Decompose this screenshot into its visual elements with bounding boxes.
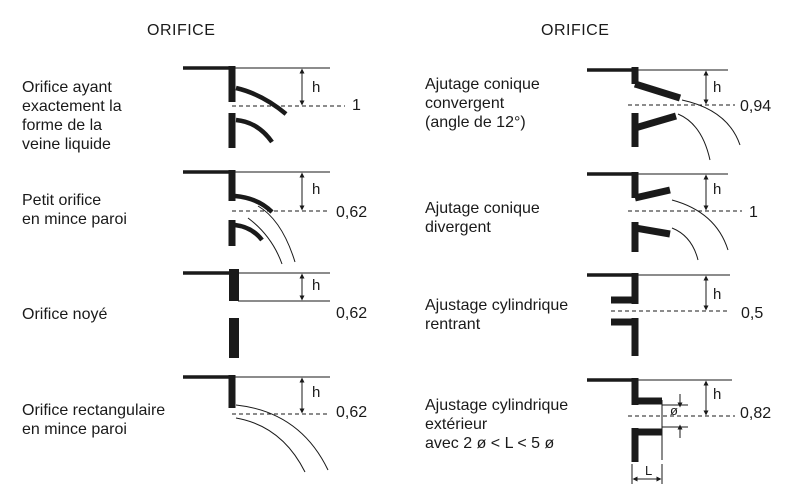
left-row-3-coefficient: 0,62: [336, 305, 368, 322]
left-column-title: ORIFICE: [147, 22, 216, 39]
right-row-1-coefficient: 0,94: [740, 98, 772, 115]
height-label-left-4: h: [312, 384, 321, 401]
height-label-left-2: h: [312, 181, 321, 198]
height-label-right-3: h: [713, 286, 722, 303]
left-row-1-description: Orifice ayant exactement la forme de la …: [22, 79, 122, 153]
figure-left-3: [183, 269, 330, 358]
figure-right-2: [587, 172, 742, 261]
figure-right-1: [587, 67, 741, 161]
height-label-right-4: h: [713, 386, 722, 403]
right-row-3-description: Ajustage cylindrique rentrant: [425, 297, 569, 333]
right-column-title: ORIFICE: [541, 22, 610, 39]
figure-right-3: [587, 273, 730, 356]
right-row-4-coefficient: 0,82: [740, 405, 772, 422]
height-label-right-1: h: [713, 79, 722, 96]
height-label-left-1: h: [312, 79, 321, 96]
figure-left-1: [183, 66, 345, 148]
left-row-2-description: Petit orifice en mince paroi: [22, 192, 127, 228]
left-row-4-coefficient: 0,62: [336, 404, 368, 421]
height-label-right-2: h: [713, 181, 722, 198]
right-row-2-description: Ajutage conique divergent: [425, 200, 540, 236]
height-label-left-3: h: [312, 277, 321, 294]
left-row-4-description: Orifice rectangulaire en mince paroi: [22, 402, 166, 438]
right-row-4-description: Ajustage cylindrique extérieur avec 2 ø …: [425, 397, 569, 452]
left-row-3-description: Orifice noyé: [22, 306, 108, 323]
right-row-3-coefficient: 0,5: [741, 305, 764, 322]
diameter-label: ø: [670, 403, 678, 418]
left-row-2-coefficient: 0,62: [336, 204, 368, 221]
figure-left-2: [183, 170, 330, 265]
figure-right-4: [587, 378, 735, 484]
right-row-2-coefficient: 1: [749, 204, 758, 221]
right-row-1-description: Ajutage conique convergent (angle de 12°…: [425, 76, 540, 131]
figure-left-4: [183, 375, 330, 473]
length-label: L: [645, 463, 653, 478]
left-row-1-coefficient: 1: [352, 97, 361, 114]
